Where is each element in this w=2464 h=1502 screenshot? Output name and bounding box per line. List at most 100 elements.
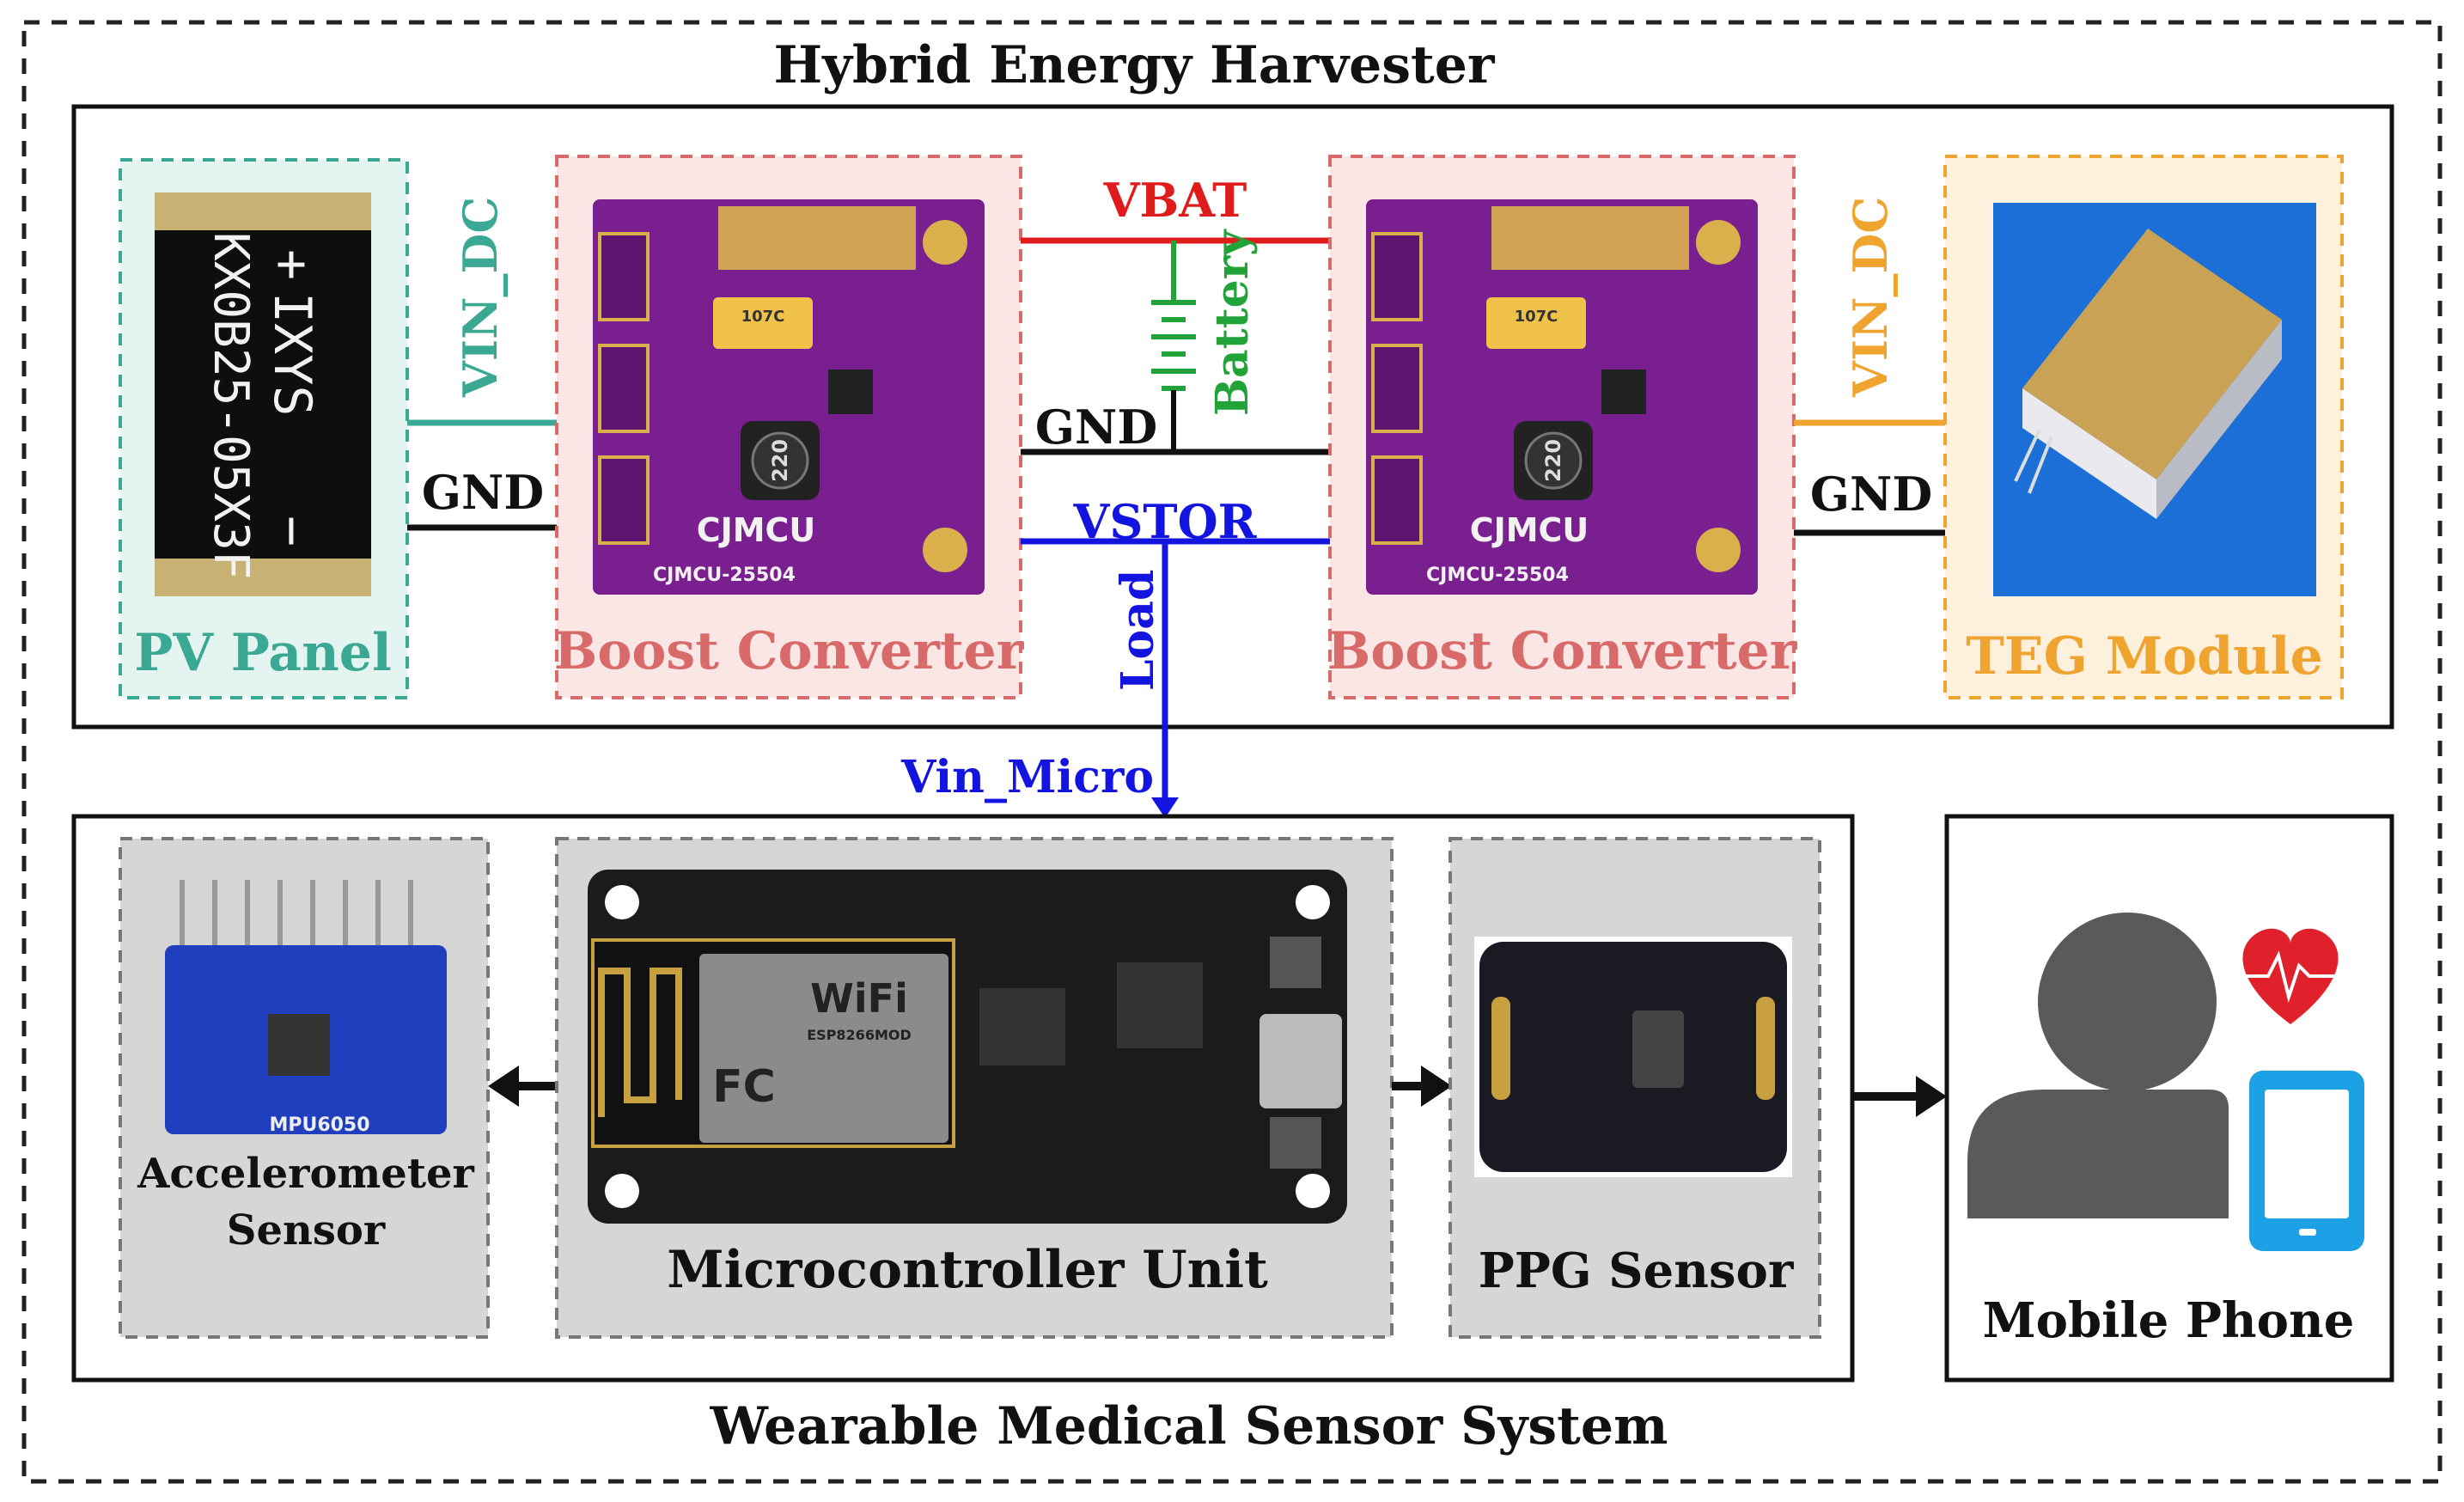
microcontroller-unit: WiFi ESP8266MOD FC Microcontroller Unit	[555, 837, 1394, 1339]
outer-border	[21, 20, 2443, 1484]
mcu-hole-3	[605, 1174, 639, 1208]
boost-converter-left: 107C 220 CJMCU CJMCU-25504 Boost Convert…	[554, 155, 1025, 699]
pv-panel-label: PV Panel	[134, 623, 392, 683]
boost-left-ic	[828, 369, 873, 414]
label-gnd-center: GND	[1035, 400, 1157, 455]
teg-side-right	[2156, 320, 2282, 519]
mcu-fc-text: FC	[712, 1061, 776, 1113]
boost-right-mount-hole-1	[1696, 220, 1741, 265]
person-head-icon	[2038, 913, 2217, 1091]
boost-right-inductor-text: 220	[1541, 439, 1565, 482]
mcu-antenna-trace	[598, 968, 682, 1117]
label-vbat: VBAT	[1103, 173, 1247, 228]
boost-right-header	[1491, 206, 1689, 270]
pv-panel: + IXYS − KX0B25-05X3F PV Panel	[119, 158, 409, 699]
accelerometer-chip-text: MPU6050	[269, 1114, 369, 1136]
mcu-hole-1	[605, 885, 639, 919]
boost-right-model: CJMCU-25504	[1426, 565, 1569, 586]
boost-left-header	[718, 206, 916, 270]
mobile-phone-box: Mobile Phone	[1944, 814, 2394, 1383]
smartphone-screen-icon	[2265, 1090, 2349, 1218]
mcu-flash-button[interactable]	[1270, 937, 1321, 988]
arrow-to-ppg-head	[1421, 1065, 1452, 1107]
boost-right-terminal-3	[1371, 455, 1423, 545]
smartphone-home-icon	[2299, 1229, 2316, 1236]
boost-left-inductor-text: 220	[768, 439, 792, 482]
boost-right-terminal-2	[1371, 344, 1423, 433]
label-gnd-right: GND	[1810, 467, 1932, 522]
mcu-module-text: ESP8266MOD	[807, 1027, 912, 1043]
mcu-hole-4	[1296, 1174, 1330, 1208]
boost-right-inductor-core	[1524, 431, 1583, 490]
label-vin-micro: Vin_Micro	[900, 751, 1154, 803]
ppg-sensor-chip	[1632, 1010, 1684, 1088]
boost-left-pcb	[593, 199, 985, 595]
mcu-usb-chip	[1117, 962, 1203, 1048]
pv-marking-2: IXYS	[262, 292, 322, 417]
bottom-title: Wearable Medical Sensor System	[709, 1396, 1668, 1456]
boost-converter-right: 107C 220 CJMCU CJMCU-25504 Boost Convert…	[1327, 155, 1798, 699]
boost-left-brand: CJMCU	[697, 511, 816, 549]
label-vin-dc-left: VIN_DC	[453, 197, 508, 398]
boost-left-terminal-3	[598, 455, 650, 545]
boost-left-terminal-2	[598, 344, 650, 433]
teg-module: TEG Module	[1943, 155, 2344, 699]
pv-panel-top-strip	[155, 192, 371, 230]
boost-right-pcb	[1366, 199, 1758, 595]
boost-right-brand: CJMCU	[1470, 511, 1589, 549]
arrow-vin-micro	[1151, 797, 1179, 818]
mcu-reset-button[interactable]	[1270, 1117, 1321, 1169]
mobile-label: Mobile Phone	[1983, 1292, 2355, 1349]
heart-icon	[2242, 928, 2339, 1024]
ppg-sensor: PPG Sensor	[1449, 837, 1821, 1339]
teg-top-plate	[2022, 229, 2282, 479]
teg-label: TEG Module	[1966, 626, 2323, 687]
boost-left-mount-hole-2	[923, 528, 967, 572]
battery-icon	[1151, 241, 1196, 452]
boost-left-capacitor	[713, 297, 813, 349]
boost-left-mount-hole-1	[923, 220, 967, 265]
pv-marking-1: KX0B25-05X3F	[203, 232, 259, 580]
boost-right-cap-text: 107C	[1515, 308, 1558, 326]
heartbeat-line-icon	[2227, 950, 2357, 1004]
boost-right-terminal-1	[1371, 232, 1423, 321]
person-body-icon	[1967, 1090, 2229, 1218]
label-vstor: VSTOR	[1073, 494, 1258, 549]
accelerometer-sensor: MPU6050 Accelerometer Sensor	[119, 837, 490, 1339]
mcu-hole-2	[1296, 885, 1330, 919]
pv-plus-mark: +	[262, 249, 322, 280]
accelerometer-label-2: Sensor	[227, 1206, 386, 1255]
boost-right-mount-hole-2	[1696, 528, 1741, 572]
mcu-wifi-text: WiFi	[810, 975, 908, 1022]
ppg-pad-left	[1491, 997, 1510, 1100]
outer-title: Hybrid Energy Harvester	[773, 35, 1495, 95]
pv-panel-body	[155, 192, 371, 596]
accelerometer-label-1: Accelerometer	[137, 1150, 474, 1198]
mcu-label: Microcontroller Unit	[667, 1240, 1268, 1300]
ppg-pad-right	[1756, 997, 1775, 1100]
label-load: Load	[1112, 570, 1164, 691]
pv-minus-mark: −	[262, 516, 322, 546]
accelerometer-pins	[180, 880, 413, 949]
boost-left-inductor-core	[751, 431, 809, 490]
label-gnd-left: GND	[422, 465, 544, 520]
teg-side-left	[2022, 388, 2156, 519]
pv-panel-bottom-strip	[155, 559, 371, 596]
teg-wire-2	[2028, 436, 2053, 494]
mcu-usb-port	[1259, 1014, 1342, 1108]
arrow-to-accelerometer-head	[488, 1065, 519, 1107]
boost-left-label: Boost Converter	[554, 621, 1025, 681]
boost-left-terminal-1	[598, 232, 650, 321]
boost-right-ic	[1601, 369, 1646, 414]
ppg-label: PPG Sensor	[1479, 1243, 1795, 1299]
mcu-regulator	[979, 988, 1065, 1065]
mcu-wifi-module	[699, 954, 948, 1143]
boost-right-capacitor	[1486, 297, 1586, 349]
harvester-box	[71, 104, 2394, 730]
boost-right-label: Boost Converter	[1327, 621, 1798, 681]
boost-left-cap-text: 107C	[741, 308, 785, 326]
arrow-to-mobile-head	[1916, 1076, 1947, 1117]
teg-wire-1	[2014, 429, 2041, 482]
accelerometer-chip	[268, 1014, 330, 1076]
